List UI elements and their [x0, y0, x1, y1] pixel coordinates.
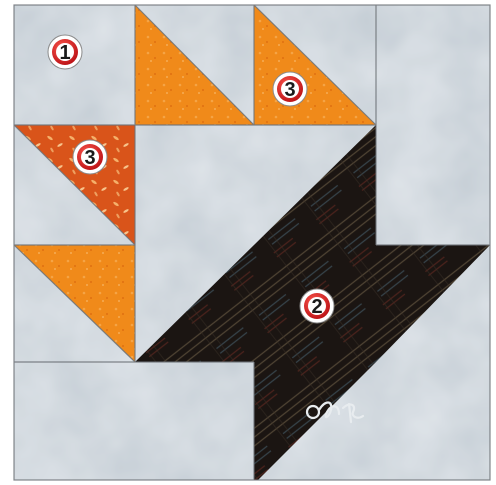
marker-1: 1	[48, 35, 82, 69]
marker-3-top-label: 3	[284, 79, 295, 101]
marker-1-label: 1	[59, 42, 70, 64]
marker-3-left-label: 3	[84, 147, 95, 169]
marker-2: 2	[300, 289, 334, 323]
marker-2-label: 2	[311, 296, 322, 318]
background-fabric	[14, 5, 490, 480]
marker-3-top: 3	[273, 72, 307, 106]
marker-3-left: 3	[73, 140, 107, 174]
